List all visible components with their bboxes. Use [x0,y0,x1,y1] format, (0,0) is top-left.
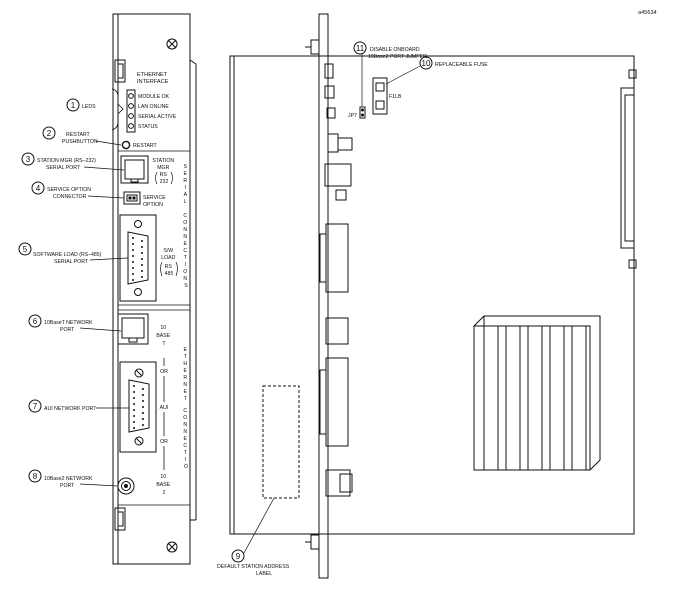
svg-text:7: 7 [33,402,38,411]
restart-label: RESTART [133,143,158,149]
ethernet-connection-bracket [118,309,191,506]
svg-text:AUI NETWORK PORT: AUI NETWORK PORT [44,406,97,412]
fuse-sublabel: LB [395,94,402,100]
svg-text:STATION MGR (RS–232): STATION MGR (RS–232) [37,158,96,164]
station-mgr-label: STATION MGR RS 232 [152,158,175,185]
svg-text:LEDS: LEDS [82,104,96,110]
callout-10-fuse: 10 REPLACEABLE FUSE [385,56,488,85]
10base2-label: 10 BASE 2 [156,474,171,496]
or-label-2: OR [160,439,168,445]
board-front-bezel [305,13,329,579]
or-label-1: OR [160,369,168,375]
fuse-label: F1 [389,94,395,100]
figure-id: a45634 [638,10,657,16]
board-components [319,63,353,497]
callout-6-10baset: 6 10BaseT NETWORK PORT [28,314,122,333]
led-module-ok [128,93,134,99]
svg-text:SERIAL PORT: SERIAL PORT [46,165,81,171]
svg-text:PORT: PORT [60,327,75,333]
callout-1-leds: 1 LEDS [66,88,124,131]
svg-text:10BaseT NETWORK: 10BaseT NETWORK [44,320,93,326]
serial-connections-bracket [118,150,191,306]
module-title-line2: INTERFACE [137,79,169,85]
jumper-jp7[interactable] [359,106,366,119]
svg-text:CONNECTOR: CONNECTOR [53,194,87,200]
led-label-lan-online: LAN ONLINE [138,104,169,110]
led-label-status: STATUS [138,124,158,130]
aui-label: AUI [160,405,169,411]
led-status [128,123,134,129]
heat-sink [473,315,601,471]
led-label-module-ok: MODULE OK [138,94,170,100]
callout-2-restart: 2 RESTART PUSHBUTTON [42,126,122,146]
led-group: MODULE OK LAN ONLINE SERIAL ACTIVE STATU… [126,89,177,133]
svg-text:8: 8 [33,472,38,481]
service-option-label: SERVICE OPTION [143,195,167,208]
led-serial-active [128,113,134,119]
circuit-board [229,55,635,535]
svg-text:SERVICE OPTION: SERVICE OPTION [47,187,91,193]
svg-text:6: 6 [33,317,38,326]
svg-text:1: 1 [71,101,76,110]
backplane-edge-connector [620,69,637,269]
led-label-serial-active: SERIAL ACTIVE [138,114,177,120]
svg-text:LABEL: LABEL [256,571,272,577]
10base2-bnc-port[interactable] [117,477,135,495]
svg-text:SOFTWARE LOAD (RS–485): SOFTWARE LOAD (RS–485) [33,252,102,258]
svg-text:RESTART: RESTART [66,132,91,138]
software-load-rs485-port[interactable] [119,214,157,302]
svg-text:SERIAL PORT: SERIAL PORT [54,259,89,265]
10baset-network-port[interactable] [117,313,149,345]
svg-text:4: 4 [36,184,41,193]
svg-text:PORT: PORT [60,483,75,489]
svg-text:DEFAULT STATION ADDRESS: DEFAULT STATION ADDRESS [217,564,290,570]
callout-11-jumper: 11 DISABLE ONBOARD 10Base2 PORT JUMPER [353,41,427,106]
restart-pushbutton[interactable] [121,140,131,150]
faceplate-screw-bottom [166,541,178,553]
callout-8-10base2: 8 10Base2 NETWORK PORT [28,469,119,489]
faceplate-screw-top [166,38,178,50]
station-mgr-rs232-port[interactable] [120,155,149,184]
default-station-address-label-area [262,385,300,499]
svg-text:2: 2 [47,129,52,138]
callout-3-station-mgr: 3 STATION MGR (RS–232) SERIAL PORT [21,152,125,171]
replaceable-fuse[interactable] [372,77,388,115]
svg-text:11: 11 [356,44,365,53]
jumper-label: JP7 [348,113,357,119]
10baset-label: 10 BASE T [156,325,171,347]
svg-text:REPLACEABLE FUSE: REPLACEABLE FUSE [435,62,488,68]
svg-text:PUSHBUTTON: PUSHBUTTON [62,139,98,145]
led-lan-online [128,103,134,109]
svg-text:5: 5 [23,245,28,254]
svg-text:3: 3 [26,155,31,164]
callout-5-software-load: 5 SOFTWARE LOAD (RS–485) SERIAL PORT [18,242,129,265]
svg-text:10: 10 [422,59,431,68]
svg-text:9: 9 [236,552,241,561]
svg-text:10Base2 NETWORK: 10Base2 NETWORK [44,476,93,482]
svg-text:10Base2 PORT JUMPER: 10Base2 PORT JUMPER [368,54,427,60]
serial-connections-vertical-label: S E R I A L C O N N E C T I O N S [183,164,189,289]
ethernet-connection-vertical-label: E T H E R N E T C O N N E C T I O [183,347,189,470]
callout-4-service-option: 4 SERVICE OPTION CONNECTOR [31,181,125,200]
sw-load-label: S/W LOAD RS 485 [161,248,177,277]
svg-text:DISABLE ONBOARD: DISABLE ONBOARD [370,47,420,53]
service-option-connector[interactable] [123,191,141,205]
aui-network-port[interactable] [119,361,157,453]
callout-7-aui: 7 AUI NETWORK PORT [28,399,129,413]
callout-9-station-address: 9 DEFAULT STATION ADDRESS LABEL [217,497,290,577]
module-title-line1: ETHERNET [137,72,168,78]
